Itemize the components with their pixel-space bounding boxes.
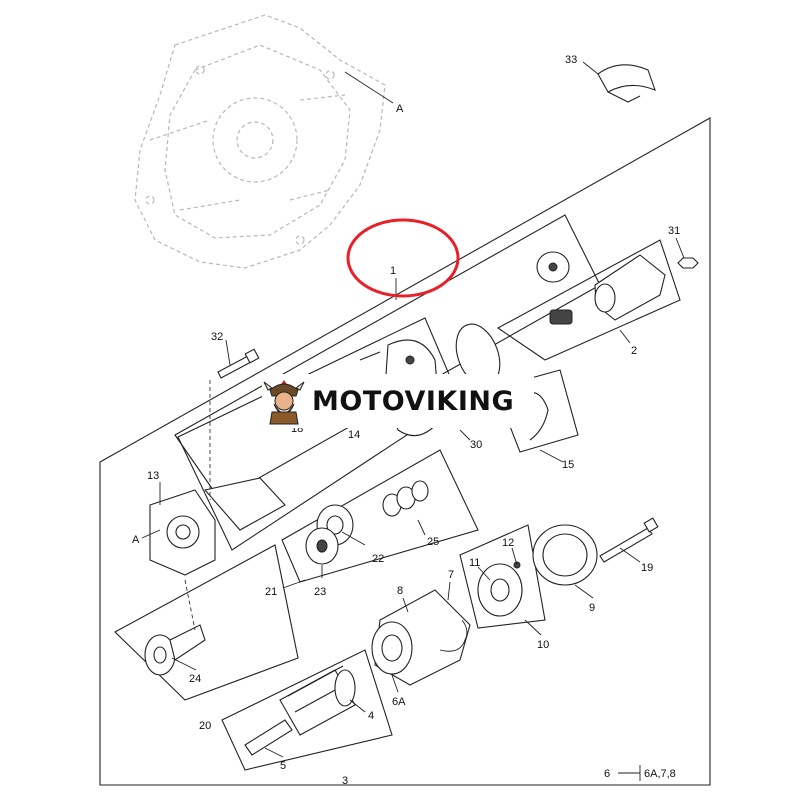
part-32-bolt (217, 348, 260, 379)
callout-21: 21 (265, 586, 277, 598)
group-frame-3 (221, 649, 393, 771)
callout-1: 1 (390, 265, 396, 277)
group-frame-10 (459, 524, 546, 629)
callout-5: 5 (280, 760, 286, 772)
group-frame-15 (494, 369, 579, 453)
callout-25: 25 (427, 536, 439, 548)
callout-30: 30 (470, 439, 482, 451)
callout-a-left: A (132, 534, 140, 546)
callout-3: 3 (342, 775, 348, 787)
highlight-circle (346, 218, 460, 298)
part-23-clutch (305, 527, 339, 565)
callout-a-top: A (396, 103, 404, 115)
callout-22: 22 (372, 553, 384, 565)
viking-mascot-icon (263, 380, 305, 425)
callout-33: 33 (565, 54, 577, 66)
callout-13: 13 (147, 470, 159, 482)
callout-8: 8 (397, 585, 403, 597)
callout-19: 19 (641, 562, 653, 574)
callout-10: 10 (537, 639, 549, 651)
part-13-front-housing (149, 477, 286, 576)
legend-6: 6 (604, 768, 610, 780)
callout-6a: 6A (392, 696, 406, 708)
callout-11: 11 (469, 557, 480, 569)
callout-20: 20 (199, 720, 211, 732)
callout-32: 32 (211, 331, 223, 343)
callout-4: 4 (368, 710, 374, 722)
group-frame-20 (114, 544, 299, 701)
assembly-axis-left (184, 380, 211, 631)
callout-12: 12 (502, 537, 514, 549)
leader-lines (141, 61, 685, 781)
part-11-brush-plate (477, 561, 523, 617)
watermark-banner: MOTOVIKING (262, 374, 534, 428)
part-5-shaft (244, 719, 293, 756)
callout-7: 7 (448, 569, 454, 581)
flywheel-housing-ghost (134, 14, 386, 269)
callout-2: 2 (631, 345, 637, 357)
watermark-text: MOTOVIKING (312, 385, 515, 417)
callout-14: 14 (348, 429, 360, 441)
group-frame-21 (281, 449, 479, 583)
part-25-springs (382, 480, 429, 517)
part-6a-field-housing (371, 589, 471, 686)
callout-31: 31 (668, 225, 680, 237)
group-frame-2 (496, 239, 681, 361)
callout-15: 15 (562, 459, 574, 471)
callout-23: 23 (314, 586, 326, 598)
part-2-solenoid (536, 251, 666, 325)
part-19-bolt (599, 517, 659, 563)
part-24-gear (144, 624, 206, 676)
main-assembly-frame (99, 117, 711, 786)
legend-refs: 6A,7,8 (644, 768, 676, 780)
part-9-yoke (532, 524, 598, 586)
part-4-armature (279, 665, 356, 736)
part-33-cover (597, 64, 656, 103)
part-31-nut (677, 257, 699, 269)
callout-24: 24 (189, 673, 201, 685)
callout-9: 9 (589, 602, 595, 614)
